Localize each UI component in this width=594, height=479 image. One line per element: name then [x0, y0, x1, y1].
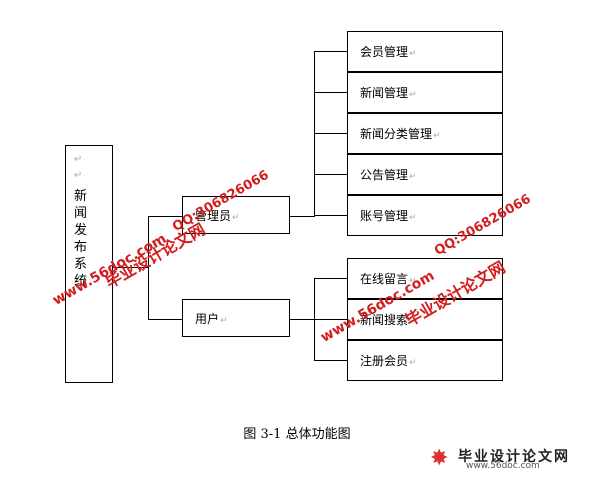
leaf-announcement-management: 公告管理↵ [347, 154, 503, 195]
leaf-register-member: 注册会员↵ [347, 340, 503, 381]
logo-url: www.56doc.com [466, 461, 540, 471]
connector-user-leaf-1 [314, 278, 347, 279]
leaf-label: 注册会员 [360, 354, 409, 368]
user-node-box: 用户↵ [182, 299, 290, 337]
leaf-member-management: 会员管理↵ [347, 31, 503, 72]
connector-to-admin [148, 216, 182, 217]
connector-user-out [290, 319, 315, 320]
leaf-label: 账号管理 [360, 209, 409, 223]
root-node-box: ↵ ↵ 新闻发布系统 [65, 145, 113, 383]
logo-title: 毕业设计论文网 [458, 449, 570, 465]
connector-admin-leaf-2 [314, 92, 347, 93]
connector-admin-leaf-3 [314, 133, 347, 134]
connector-admin-leaf-4 [314, 174, 347, 175]
figure-caption: 图 3-1 总体功能图 [243, 427, 351, 442]
connector-to-user [148, 319, 182, 320]
connector-user-leaf-2 [314, 319, 347, 320]
root-node-label: 新闻发布系统 [74, 189, 88, 289]
leaf-news-management: 新闻管理↵ [347, 72, 503, 113]
leaf-label: 新闻搜索 [360, 313, 409, 327]
connector-admin-leaf-1 [314, 51, 347, 52]
leaf-label: 新闻分类管理 [360, 127, 433, 141]
star-logo-icon: ✸ [430, 446, 449, 471]
connector-admin-leaf-5 [314, 215, 347, 216]
connector-user-leaf-3 [314, 360, 347, 361]
admin-node-label: 管理员 [195, 209, 232, 223]
root-prefix-marks: ↵ ↵ [74, 154, 83, 181]
leaf-online-message: 在线留言↵ [347, 258, 503, 299]
connector-admin-out [290, 216, 315, 217]
connector-root-out [113, 267, 149, 268]
admin-node-box: 管理员↵ [182, 196, 290, 234]
connector-admin-vertical [314, 51, 315, 217]
site-logo: ✸ 毕业设计论文网 www.56doc.com [430, 446, 590, 472]
user-node-label: 用户 [195, 312, 220, 326]
leaf-label: 新闻管理 [360, 86, 409, 100]
connector-mid-vertical [148, 216, 149, 320]
watermark-title-left: 毕业设计论文网 [102, 219, 209, 292]
leaf-label: 公告管理 [360, 168, 409, 182]
leaf-news-category-management: 新闻分类管理↵ [347, 113, 503, 154]
leaf-label: 会员管理 [360, 45, 409, 59]
leaf-news-search: 新闻搜索↵ [347, 299, 503, 340]
leaf-label: 在线留言 [360, 272, 409, 286]
leaf-account-management: 账号管理↵ [347, 195, 503, 236]
